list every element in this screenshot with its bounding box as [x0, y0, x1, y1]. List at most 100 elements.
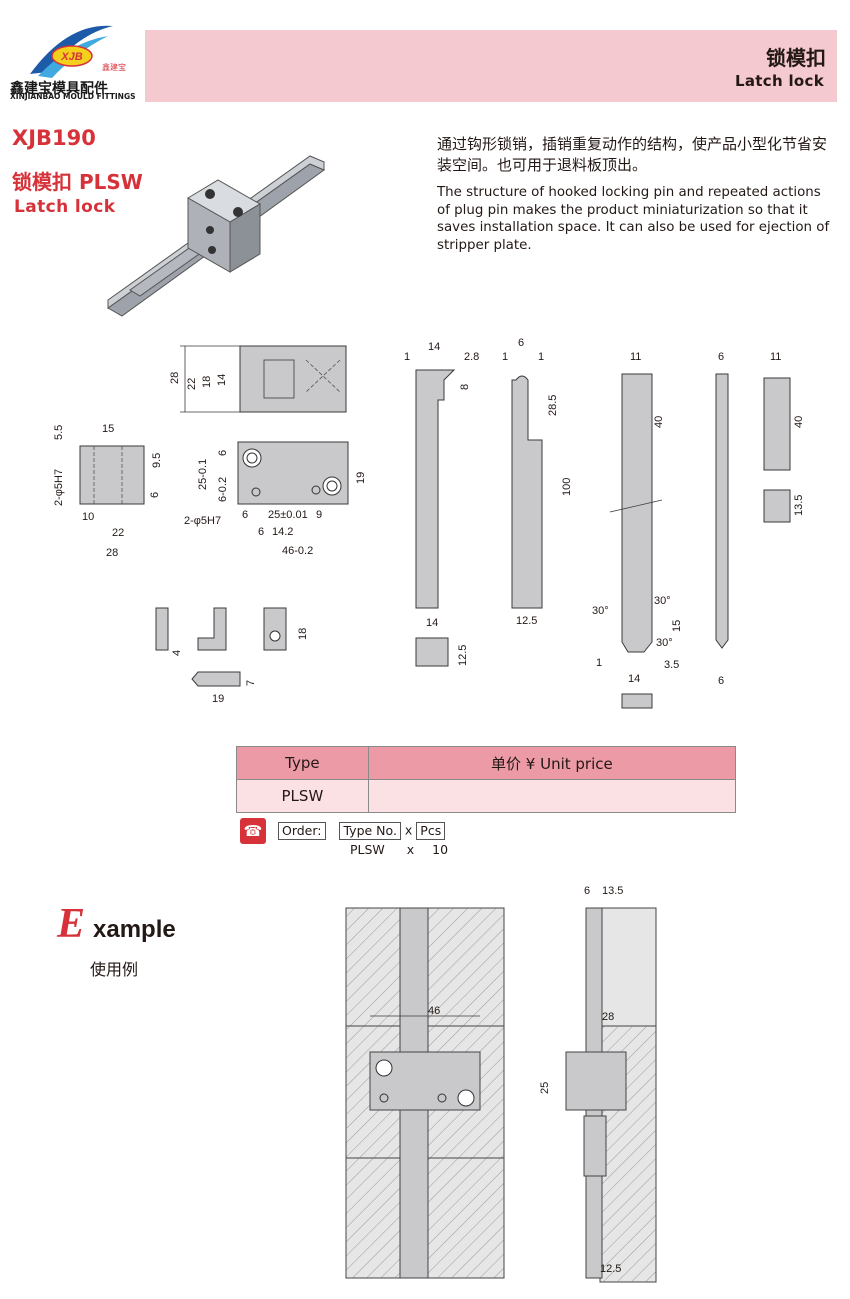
order-example: PLSW x 10 — [350, 842, 448, 857]
dim-pin-7: 7 — [245, 680, 257, 686]
example-dim-12-5: 12.5 — [600, 1263, 621, 1275]
page-title-en: Latch lock — [735, 72, 824, 90]
dim-side-hole: 2-φ5H7 — [53, 469, 65, 506]
dim-front-6: 6 — [217, 450, 229, 456]
dim-hook-2-8: 2.8 — [464, 351, 479, 363]
dim-plate-30a: 30° — [592, 605, 609, 617]
technical-drawings: 28 22 18 14 5.5 15 9.5 6 2-φ5H7 10 22 28… — [53, 337, 805, 709]
dim-plan-14: 14 — [216, 374, 228, 386]
dim-side-9-5: 9.5 — [151, 453, 163, 468]
latch-plate — [621, 373, 653, 653]
latch-bar — [511, 375, 543, 609]
company-logo: XJB 鑫建宝 — [30, 25, 126, 78]
side-view-block — [79, 445, 145, 505]
dim-hook-8: 8 — [459, 384, 471, 390]
dim-plan-22: 22 — [186, 378, 198, 390]
dim-front-6d: 6 — [258, 526, 264, 538]
company-name-zh: 鑫建宝模具配件 — [10, 81, 108, 97]
dim-bar-1a: 1 — [502, 351, 508, 363]
dim-plate-3-5: 3.5 — [664, 659, 679, 671]
example-drawings: 46 6 13.5 28 25 12.5 — [345, 885, 657, 1283]
dim-bar-6: 6 — [518, 337, 524, 349]
dim-front-hole: 2-φ5H7 — [184, 515, 221, 527]
table-header-row: Type 单价 ¥ Unit price — [236, 746, 737, 780]
dim-side-10: 10 — [82, 511, 94, 523]
dim-front-14-2: 14.2 — [272, 526, 293, 538]
example-heading-e: E — [57, 901, 86, 947]
table-cell-price — [367, 779, 737, 813]
dim-hook-1: 1 — [404, 351, 410, 363]
dim-side-5-5: 5.5 — [53, 425, 65, 440]
order-example-type: PLSW — [350, 842, 385, 857]
pin-view-c — [263, 607, 287, 651]
dim-block-40: 40 — [793, 416, 805, 428]
header-band — [145, 30, 837, 102]
example-side-block — [565, 1051, 627, 1111]
dim-plate-14: 14 — [628, 673, 640, 685]
pin-view-b — [197, 607, 227, 651]
price-table: Type 单价 ¥ Unit price PLSW — [236, 746, 737, 813]
dim-thin-6b: 6 — [718, 675, 724, 687]
dim-side-6: 6 — [149, 492, 161, 498]
pin-view-d — [191, 671, 241, 687]
company-name-en: XINJIANBAO MOULD FITTINGS — [10, 92, 136, 101]
dim-block-11: 11 — [770, 351, 781, 363]
product-name-zh: 锁模扣 PLSW — [12, 170, 143, 194]
dim-front-25-001: 25±0.01 — [268, 509, 308, 521]
order-example-qty: 10 — [432, 842, 449, 857]
example-heading-zh: 使用例 — [90, 960, 139, 979]
dim-front-9: 9 — [316, 509, 322, 521]
dim-front-19: 19 — [355, 472, 367, 484]
dim-pin-18: 18 — [297, 628, 309, 640]
dim-block-13-5: 13.5 — [793, 495, 805, 516]
dim-front-6c: 6 — [242, 509, 248, 521]
dim-pin-4: 4 — [171, 650, 183, 656]
dim-bar-100: 100 — [561, 478, 573, 496]
dim-plate-40: 40 — [653, 416, 665, 428]
dim-side-15: 15 — [102, 423, 114, 435]
example-dim-25: 25 — [539, 1082, 551, 1094]
description-en: The structure of hooked locking pin and … — [437, 185, 830, 253]
phone-icon: ☎ — [240, 818, 266, 844]
dim-hook-14b: 14 — [426, 617, 438, 629]
order-type-no: Type No. — [339, 821, 401, 840]
dim-bar-1b: 1 — [538, 351, 544, 363]
dim-plan-height: 28 — [169, 372, 181, 384]
dim-front-46: 46-0.2 — [282, 545, 313, 557]
dim-side-28: 28 — [106, 547, 118, 559]
dim-plate-30b: 30° — [654, 595, 671, 607]
description-zh: 通过钩形锁销，插销重复动作的结构，使产品小型化节省安装空间。也可用于退料板顶出。 — [437, 135, 828, 174]
example-dim-46: 46 — [428, 1005, 440, 1017]
dim-side-22: 22 — [112, 527, 124, 539]
example-dim-13-5: 13.5 — [602, 885, 623, 897]
dim-bar-28-5: 28.5 — [547, 395, 559, 416]
order-label: Order: — [277, 821, 326, 840]
table-header-type: Type — [236, 746, 369, 780]
block-view-b — [763, 489, 791, 523]
dim-plate-15: 15 — [671, 620, 683, 632]
logo-badge-text: XJB — [60, 51, 82, 63]
block-view-a — [763, 377, 791, 471]
dim-plate-30c: 30° — [656, 637, 673, 649]
example-dim-6: 6 — [584, 885, 590, 897]
page-title-zh: 锁模扣 — [766, 46, 826, 70]
dim-plan-18: 18 — [201, 376, 213, 388]
dim-plate-11: 11 — [630, 351, 641, 363]
logo-mark-text: 鑫建宝 — [102, 62, 126, 72]
dim-hook-14: 14 — [428, 341, 440, 353]
plate-section — [621, 693, 653, 709]
plan-view-block — [239, 345, 347, 413]
dim-thin-6: 6 — [718, 351, 724, 363]
order-example-x: x — [406, 842, 415, 857]
order-x: x — [404, 822, 413, 838]
order-line: ☎ Order: Type No. x Pcs — [240, 818, 446, 844]
dim-plate-1: 1 — [596, 657, 602, 669]
pin-view-a — [155, 607, 169, 651]
dim-hook-12-5: 12.5 — [457, 645, 469, 666]
example-heading-rest: xample — [93, 916, 176, 943]
example-dim-28: 28 — [602, 1011, 614, 1023]
dim-front-25: 25-0.1 — [197, 459, 209, 490]
table-row: PLSW — [236, 779, 737, 813]
dim-pin-19: 19 — [212, 693, 224, 705]
hook-pin-section — [415, 637, 449, 667]
